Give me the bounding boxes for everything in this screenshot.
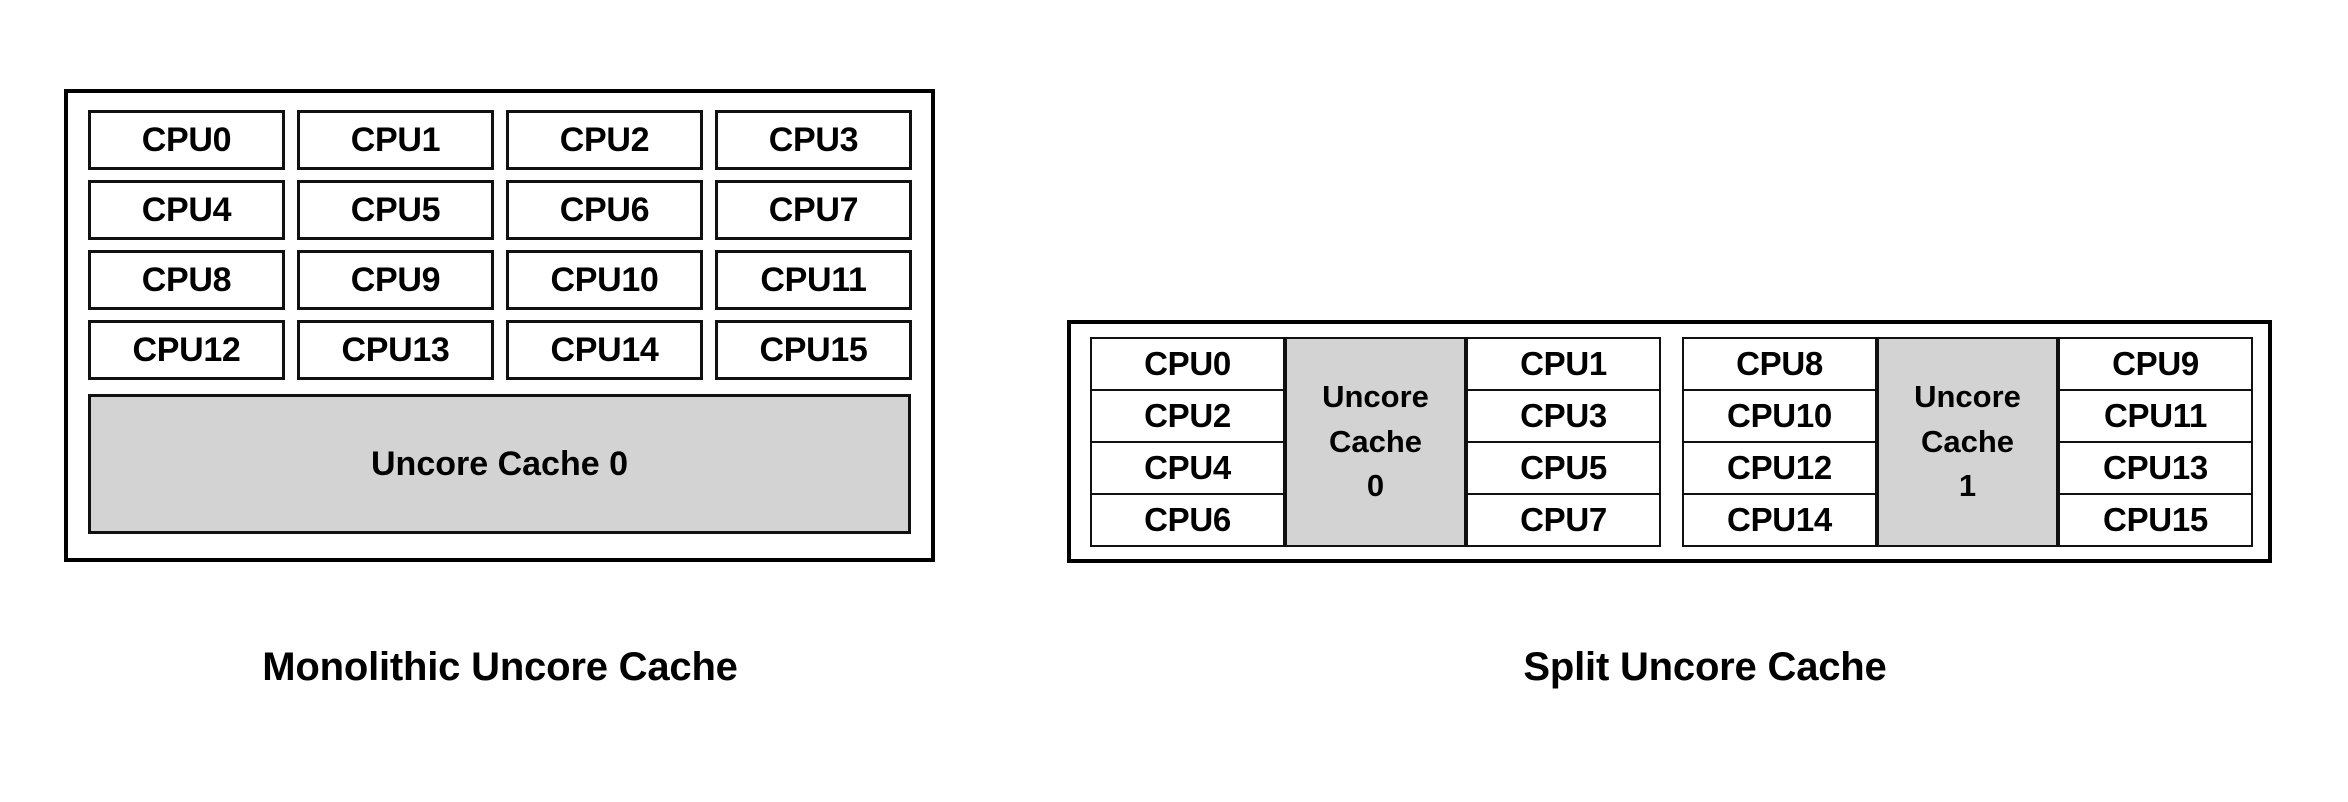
uncore-cache-label-line: Uncore: [1322, 378, 1429, 414]
split-uncore-cache-diagram: CPU0 CPU2 CPU4 CPU6 Uncore Cache 0 CPU1 …: [1067, 320, 2272, 563]
cpu-box: CPU4: [1090, 441, 1285, 495]
cpu-box: CPU3: [1466, 389, 1661, 443]
cpu-box: CPU5: [1466, 441, 1661, 495]
cpu-box: CPU15: [715, 320, 912, 380]
cpu-box: CPU0: [1090, 337, 1285, 391]
split-cache-group: CPU0 CPU2 CPU4 CPU6 Uncore Cache 0 CPU1 …: [1090, 337, 1661, 547]
cpu-box: CPU2: [506, 110, 703, 170]
cpu-box: CPU7: [1466, 493, 1661, 547]
cpu-box: CPU13: [2058, 441, 2253, 495]
monolithic-diagram-content: CPU0 CPU1 CPU2 CPU3 CPU4 CPU5 CPU6 CPU7 …: [88, 110, 912, 542]
uncore-cache-box: Uncore Cache 1: [1877, 337, 2058, 547]
cpu-box: CPU8: [88, 250, 285, 310]
split-diagram-content: CPU0 CPU2 CPU4 CPU6 Uncore Cache 0 CPU1 …: [1090, 337, 2253, 547]
cpu-box: CPU1: [1466, 337, 1661, 391]
cpu-box: CPU11: [2058, 389, 2253, 443]
uncore-cache-label-line: Uncore: [1914, 378, 2021, 414]
cpu-box: CPU2: [1090, 389, 1285, 443]
cpu-box: CPU9: [2058, 337, 2253, 391]
cpu-box: CPU15: [2058, 493, 2253, 547]
uncore-cache-box: Uncore Cache 0: [88, 394, 911, 534]
uncore-cache-label-line: 0: [1366, 468, 1385, 504]
cpu-box: CPU12: [1682, 441, 1877, 495]
monolithic-uncore-cache-diagram: CPU0 CPU1 CPU2 CPU3 CPU4 CPU5 CPU6 CPU7 …: [64, 89, 935, 562]
cpu-box: CPU3: [715, 110, 912, 170]
cpu-box: CPU1: [297, 110, 494, 170]
cpu-box: CPU14: [1682, 493, 1877, 547]
cpu-column-left: CPU0 CPU2 CPU4 CPU6: [1090, 337, 1285, 547]
cpu-column-right: CPU1 CPU3 CPU5 CPU7: [1466, 337, 1661, 547]
cpu-box: CPU9: [297, 250, 494, 310]
cpu-box: CPU5: [297, 180, 494, 240]
cpu-column-right: CPU9 CPU11 CPU13 CPU15: [2058, 337, 2253, 547]
cpu-box: CPU8: [1682, 337, 1877, 391]
cpu-box: CPU6: [506, 180, 703, 240]
cpu-box: CPU0: [88, 110, 285, 170]
cpu-box: CPU6: [1090, 493, 1285, 547]
cpu-box: CPU13: [297, 320, 494, 380]
cpu-grid: CPU0 CPU1 CPU2 CPU3 CPU4 CPU5 CPU6 CPU7 …: [88, 110, 912, 380]
split-diagram-caption: Split Uncore Cache: [1523, 645, 1887, 689]
cpu-box: CPU10: [1682, 389, 1877, 443]
cpu-box: CPU7: [715, 180, 912, 240]
cpu-box: CPU12: [88, 320, 285, 380]
uncore-cache-label-line: 1: [1958, 468, 1977, 504]
uncore-cache-label-line: Cache: [1920, 423, 2015, 459]
cpu-box: CPU11: [715, 250, 912, 310]
monolithic-diagram-caption: Monolithic Uncore Cache: [262, 645, 738, 689]
cpu-box: CPU10: [506, 250, 703, 310]
uncore-cache-box: Uncore Cache 0: [1285, 337, 1466, 547]
cpu-box: CPU4: [88, 180, 285, 240]
cpu-column-left: CPU8 CPU10 CPU12 CPU14: [1682, 337, 1877, 547]
cpu-box: CPU14: [506, 320, 703, 380]
uncore-cache-label-line: Cache: [1328, 423, 1423, 459]
split-cache-group: CPU8 CPU10 CPU12 CPU14 Uncore Cache 1 CP…: [1682, 337, 2253, 547]
